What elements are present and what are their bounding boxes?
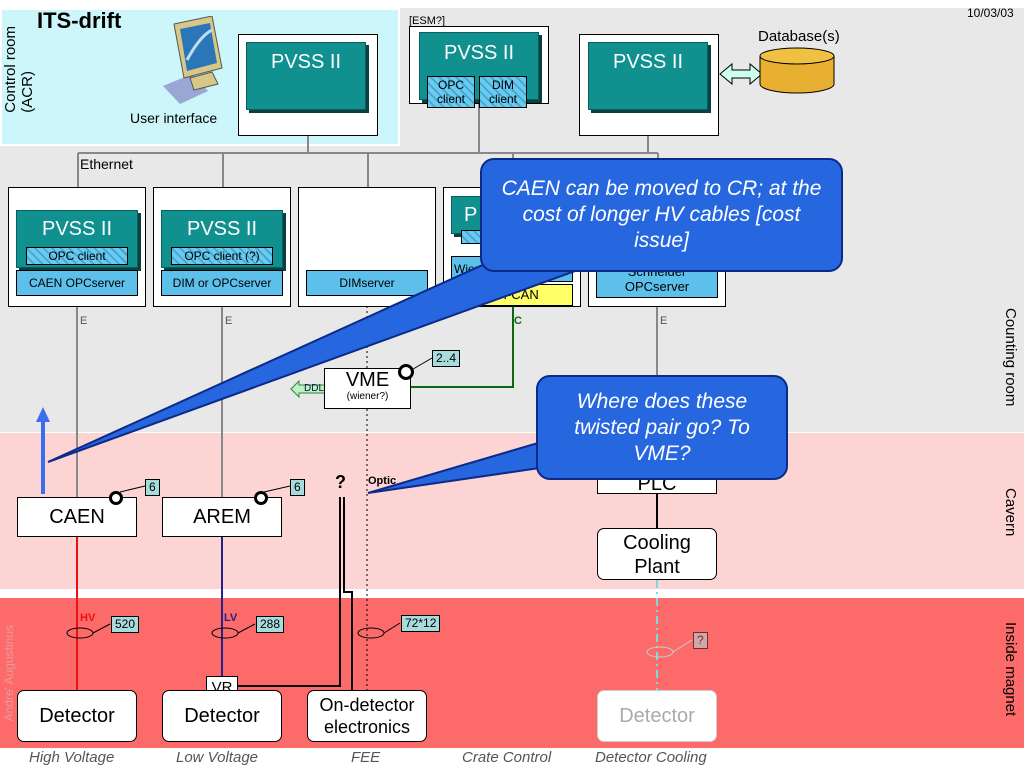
database-label: Database(s) [758,28,840,45]
footer-fee: FEE [351,749,381,766]
hv-detector[interactable]: Detector [17,690,137,742]
ethernet-label: Ethernet [80,156,133,172]
opc-client-box: OPC client [427,76,475,108]
footer-detector-cooling: Detector Cooling [595,749,707,766]
cooling-detector[interactable]: Detector [597,690,717,742]
dim-client-box: DIM client [479,76,527,108]
caen-connector-icon [109,491,123,505]
can-link-c: C [514,315,522,327]
callout-caen-move: CAEN can be moved to CR; at the cost of … [480,158,843,272]
esm-label: [ESM?] [409,15,446,27]
ui-pvss: PVSS II [246,42,366,110]
hv-count: 520 [111,616,140,633]
user-interface-label: User interface [130,110,218,126]
vme-connector-icon [398,364,414,380]
inside-magnet-label: Inside magnet [1002,622,1019,717]
optic-label: Optic [368,475,397,487]
unknown-destination: ? [335,472,346,492]
ddl-label: DDL [304,383,325,394]
vme-count: 2..4 [432,350,461,367]
hv-label: HV [80,612,96,624]
user-interface-icon [163,16,223,104]
db-pvss: PVSS II [588,42,708,110]
cooling-plant[interactable]: Cooling Plant [597,528,717,580]
date: 10/03/03 [967,6,1014,20]
arem-opc-client: OPC client (?) [171,247,273,265]
footer-high-voltage: High Voltage [29,749,115,766]
caen-count: 6 [145,479,160,496]
cavern-label: Cavern [1002,488,1019,537]
page-title: ITS-drift [37,8,122,33]
arem-connector-icon [254,491,268,505]
cooling-link-e: E [660,315,668,327]
cooling-count: ? [693,632,708,649]
caen-link-e: E [80,315,88,327]
caen-opc-server: CAEN OPCserver [16,270,138,296]
callout-twisted-pair: Where does these twisted pair go? To VME… [536,375,788,480]
on-detector-electronics[interactable]: On-detector electronics [307,690,427,742]
lv-count: 288 [256,616,285,633]
vme-crate: VME (wiener?) [324,368,411,409]
footer-crate-control: Crate Control [462,749,552,766]
footer-low-voltage: Low Voltage [176,749,259,766]
arem-dim-server: DIM or OPCserver [161,270,283,296]
fee-count: 72*12 [401,615,441,632]
fee-dim-server: DIMserver [306,270,428,296]
vme-subtitle: (wiener?) [346,391,389,402]
arem-count: 6 [290,479,305,496]
caen-opc-client: OPC client [26,247,128,265]
counting-room-label: Counting room [1002,308,1019,407]
vme-title: VME [345,369,390,391]
database-icon [719,47,835,94]
lv-label: LV [224,612,238,624]
lv-detector[interactable]: Detector [162,690,282,742]
arem-link-e: E [225,315,233,327]
